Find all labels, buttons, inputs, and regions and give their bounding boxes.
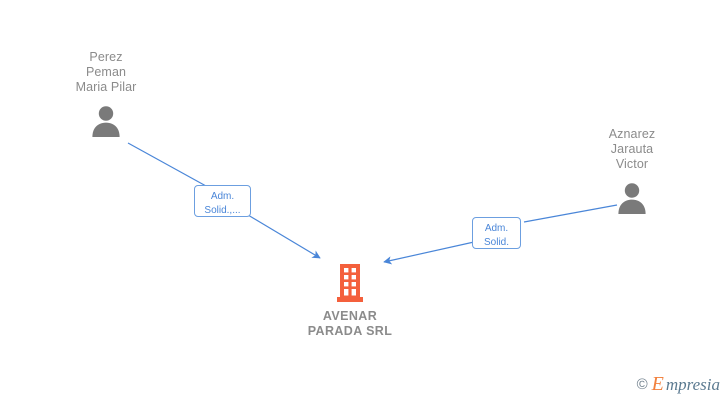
person-icon [618, 183, 646, 214]
node-company[interactable]: AVENAR PARADA SRL [265, 264, 435, 339]
building-icon [337, 264, 363, 302]
node-person-right[interactable]: Aznarez Jarauta Victor [557, 127, 707, 214]
person-right-label: Aznarez Jarauta Victor [608, 127, 656, 171]
company-label: AVENAR PARADA SRL [307, 309, 393, 338]
brand-initial: E [651, 373, 664, 395]
edge-label-left[interactable]: Adm. Solid.,... [194, 185, 251, 217]
edge-label-right[interactable]: Adm. Solid. [472, 217, 521, 249]
person-left-label: Perez Peman Maria Pilar [75, 50, 137, 94]
copyright-icon: © [636, 375, 648, 393]
person-icon [92, 106, 120, 137]
edge-line-left-arrow [247, 214, 321, 259]
brand-name: mpresia [665, 374, 720, 394]
edge-line-left [127, 142, 207, 187]
edge-line-right-arrow [383, 241, 475, 265]
empresia-watermark: © E mpresia [637, 374, 720, 394]
node-person-left[interactable]: Perez Peman Maria Pilar [31, 50, 181, 137]
